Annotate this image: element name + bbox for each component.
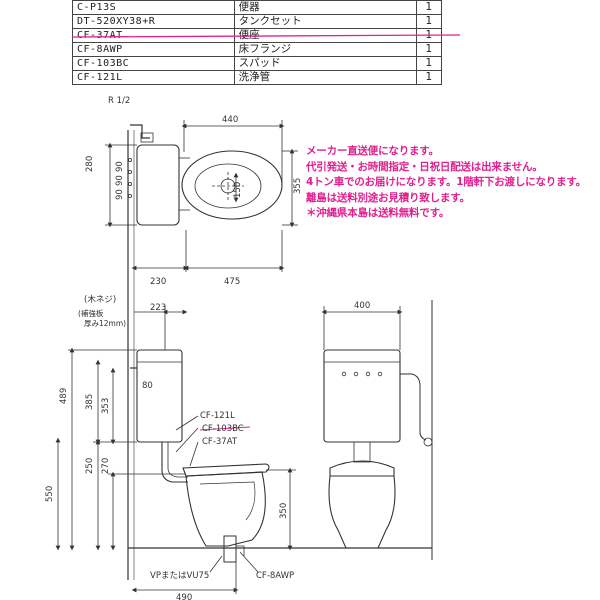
dim-label: 475 xyxy=(224,277,240,287)
drain-pipe xyxy=(223,535,237,563)
dim-label: (補強板 xyxy=(78,308,104,318)
bowl-side-view xyxy=(185,471,266,547)
notice-line: 4トン車でのお届けになります。1階軒下お渡しになります。 xyxy=(306,176,586,188)
dim-label: 80 xyxy=(142,381,153,391)
dim-label: 250 xyxy=(85,458,95,474)
part-label: CF-37AT xyxy=(202,437,238,447)
part-label: CF-103BC xyxy=(202,424,244,434)
supply-pipe xyxy=(130,124,150,139)
dim-label: 353 xyxy=(101,398,111,414)
delivery-notice: メーカー直送便になります。 代引発送・お時間指定・日祝日配送は出来ません。 4ト… xyxy=(306,144,586,222)
strike-line xyxy=(199,426,251,431)
notice-line: ＊沖縄県本島は送料無料です。 xyxy=(306,207,450,219)
dim-label: 厚み12mm) xyxy=(84,319,126,328)
dim-label: 440 xyxy=(222,115,238,125)
tank-side-view xyxy=(136,349,183,443)
dim-label: 355 xyxy=(293,178,303,194)
notice-line: 離島は送料別途お見積り致します。 xyxy=(306,191,470,204)
dim-label: 223 xyxy=(150,303,166,313)
dim-label: 550 xyxy=(45,486,55,502)
dim-label: 280 xyxy=(85,156,95,172)
dim-label: 90 xyxy=(115,189,125,200)
dim-label: (木ネジ) xyxy=(84,294,116,305)
seat-side-view xyxy=(182,463,270,477)
dim-label: 385 xyxy=(85,394,95,410)
bowl-inner xyxy=(194,163,262,209)
part-label: CF-121L xyxy=(200,411,235,421)
seat-front-view xyxy=(329,460,395,477)
dim-label: 90 xyxy=(115,161,125,172)
dim-label: 270 xyxy=(101,458,111,474)
parts-qty: 1 xyxy=(415,70,443,85)
bowl-front-view xyxy=(328,475,396,549)
dim-label: 150 xyxy=(233,182,243,198)
notice-line: メーカー直送便になります。 xyxy=(306,145,439,157)
tank-front-view xyxy=(323,349,401,443)
notice-line: 代引発送・お時間指定・日祝日配送は出来ません。 xyxy=(306,160,543,173)
strike-line xyxy=(71,34,461,38)
front-supply-pipe xyxy=(400,373,427,441)
tank-top-view xyxy=(136,144,180,226)
parts-name: 洗浄管 xyxy=(233,70,417,85)
flush-pipe xyxy=(161,442,188,483)
part-label: CF-8AWP xyxy=(256,571,294,581)
dim-label: 490 xyxy=(176,593,192,600)
dim-label: R 1/2 xyxy=(108,96,130,106)
dim-label: 350 xyxy=(279,503,289,519)
dim-label: 90 xyxy=(115,175,125,186)
dim-label: 400 xyxy=(354,301,370,311)
bowl-top-view xyxy=(181,150,283,220)
part-label: VPまたはVU75 xyxy=(150,571,209,581)
dim-label: 230 xyxy=(150,277,166,287)
valve xyxy=(140,132,154,143)
dim-label: 489 xyxy=(59,388,69,404)
